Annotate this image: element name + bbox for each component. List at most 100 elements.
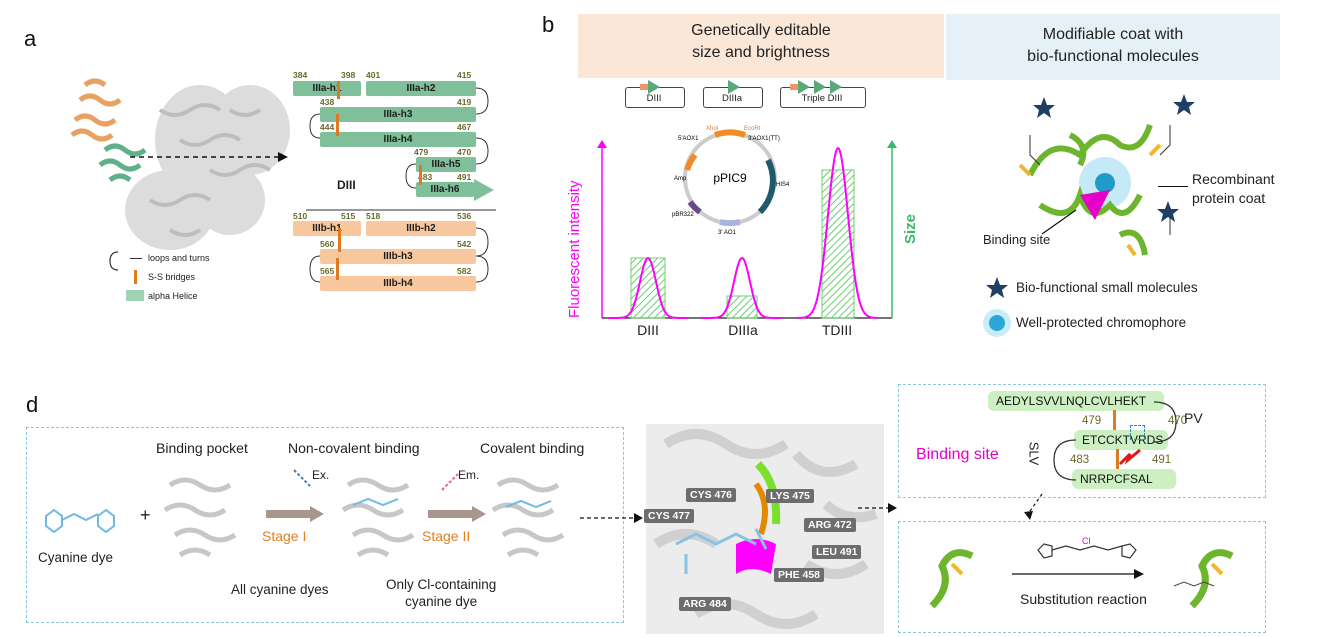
cyanine-label: Cyanine dye: [38, 550, 114, 565]
num-515: 515: [341, 211, 356, 221]
panel-c-header: Modifiable coat with bio-functional mole…: [946, 24, 1280, 68]
cat-tdiii: TDIII: [821, 322, 853, 338]
pv-loop: [1153, 401, 1177, 443]
emission-icon: [441, 473, 459, 491]
panel-b-header-bg: [578, 14, 944, 78]
helix-IIIa-h4: IIIa-h4: [320, 132, 476, 147]
panel-a-label: a: [24, 26, 37, 51]
header-line-2: size and brightness: [692, 44, 830, 61]
slv-loop: [1053, 439, 1077, 481]
domain-label-diii: DIII: [337, 178, 356, 192]
stage-1-label: Stage I: [262, 528, 307, 544]
num-483: 483: [418, 172, 433, 182]
cat-diii: DIII: [637, 322, 659, 338]
plasmid-ecori: EcoRI: [744, 126, 761, 132]
num-542: 542: [457, 239, 472, 249]
arrow-a: [130, 152, 288, 162]
panel-c-header-bg: [946, 14, 1280, 80]
plus-sign: +: [140, 505, 151, 525]
arrow-to-structure: [580, 513, 643, 523]
construct-diii-label: DIII: [646, 93, 662, 104]
num-491-seq: 491: [1152, 454, 1172, 466]
cyanine-dye-structure: [45, 508, 115, 534]
protein-coat-cartoon: [1018, 123, 1171, 257]
num-419: 419: [457, 97, 472, 107]
star-icon: [986, 277, 1008, 298]
ss-bridge: [338, 228, 341, 252]
num-470: 470: [457, 147, 472, 157]
num-479-seq: 479: [1082, 415, 1102, 427]
arrow-to-sequence: [858, 503, 897, 513]
protein-covalent: [491, 477, 565, 558]
res-arg472: ARG 472: [804, 518, 856, 532]
header-line-1: Genetically editable: [691, 22, 831, 39]
ss-bridge: [337, 81, 340, 99]
legend-helix: alpha Helice: [148, 291, 198, 301]
plasmid-xhoi: XhoI: [706, 126, 719, 132]
protein-pocket: [163, 477, 237, 558]
num-565: 565: [320, 266, 335, 276]
plasmid-amp: Amp: [674, 176, 687, 182]
num-470-seq: 470: [1168, 415, 1188, 427]
header-c-line-2: bio-functional molecules: [1027, 48, 1199, 65]
loops: [306, 87, 496, 283]
res-lys475: LYS 475: [766, 489, 814, 503]
ss-bridge: [336, 114, 339, 136]
num-582: 582: [457, 266, 472, 276]
num-444: 444: [320, 122, 335, 132]
sequence-box: [898, 384, 1266, 498]
helix-IIIa-h2: IIIa-h2: [366, 81, 476, 96]
construct-arrows: [640, 80, 842, 94]
binding-pocket-label: Binding pocket: [156, 440, 248, 456]
plasmid-3aox1: 3'AOX1(TT): [748, 136, 780, 142]
reactant-structure: [1037, 543, 1137, 559]
seq-row-3: NRRPCFSAL: [1072, 469, 1176, 489]
cl-label: Cl: [1082, 536, 1091, 546]
slv-label: SLV: [1026, 441, 1042, 466]
only-cl-line-1: Only Cl-containing: [386, 577, 497, 592]
helix-IIIa-h1: IIIa-h1: [293, 81, 361, 96]
helix-IIIb-h1: IIIb-h1: [293, 221, 361, 236]
intensity-curve-2: [798, 146, 878, 319]
helix-legend-icon: [126, 290, 144, 301]
intensity-curve-1: [702, 256, 782, 319]
ss-legend-icon: [134, 270, 137, 284]
num-479: 479: [414, 147, 429, 157]
star-icon: [1173, 94, 1195, 115]
num-384: 384: [293, 70, 308, 80]
num-510: 510: [293, 211, 308, 221]
res-cys477: CYS 477: [644, 509, 695, 523]
coat-label-1: Recombinant: [1192, 171, 1275, 187]
ss-bridge-seq: [1116, 449, 1119, 469]
workflow-box: [26, 427, 624, 623]
size-bar-2: [821, 169, 855, 319]
arrow-down: [1024, 493, 1043, 520]
ex-label: Ex.: [312, 468, 330, 482]
seq-row-1: AEDYLSVVLNQLCVLHEKT: [988, 391, 1164, 411]
panel-b-header: Genetically editable size and brightness: [578, 20, 944, 64]
binding-site-title: Binding site: [916, 446, 999, 463]
stage-2-arrow: [428, 506, 486, 522]
num-415: 415: [457, 70, 472, 80]
noncovalent-label: Non-covalent binding: [288, 440, 420, 456]
plasmid-pbr322: pBR322: [672, 212, 694, 218]
highlight-c: [1130, 425, 1145, 440]
binding-pointer: [1041, 209, 1077, 235]
y-axis-label: Fluorescent intensity: [566, 180, 583, 318]
cat-diiia: DIIIa: [728, 322, 758, 338]
num-398: 398: [341, 70, 356, 80]
res-cys476: CYS 476: [686, 488, 737, 502]
em-label: Em.: [458, 468, 480, 482]
y2-axis-label: Size: [902, 213, 919, 244]
substitution-label: Substitution reaction: [1020, 591, 1147, 607]
intensity-curve-0: [608, 256, 688, 319]
coat-label: Recombinant protein coat: [1192, 170, 1275, 208]
loop-line-icon: [130, 258, 142, 259]
num-518: 518: [366, 211, 381, 221]
ss-bridge-seq: [1113, 410, 1116, 430]
coat-pointer: [1158, 186, 1188, 187]
peptide-before: [929, 549, 974, 609]
bolt-icon: [1118, 448, 1141, 466]
covalent-label: Covalent binding: [480, 440, 585, 456]
num-536: 536: [457, 211, 472, 221]
